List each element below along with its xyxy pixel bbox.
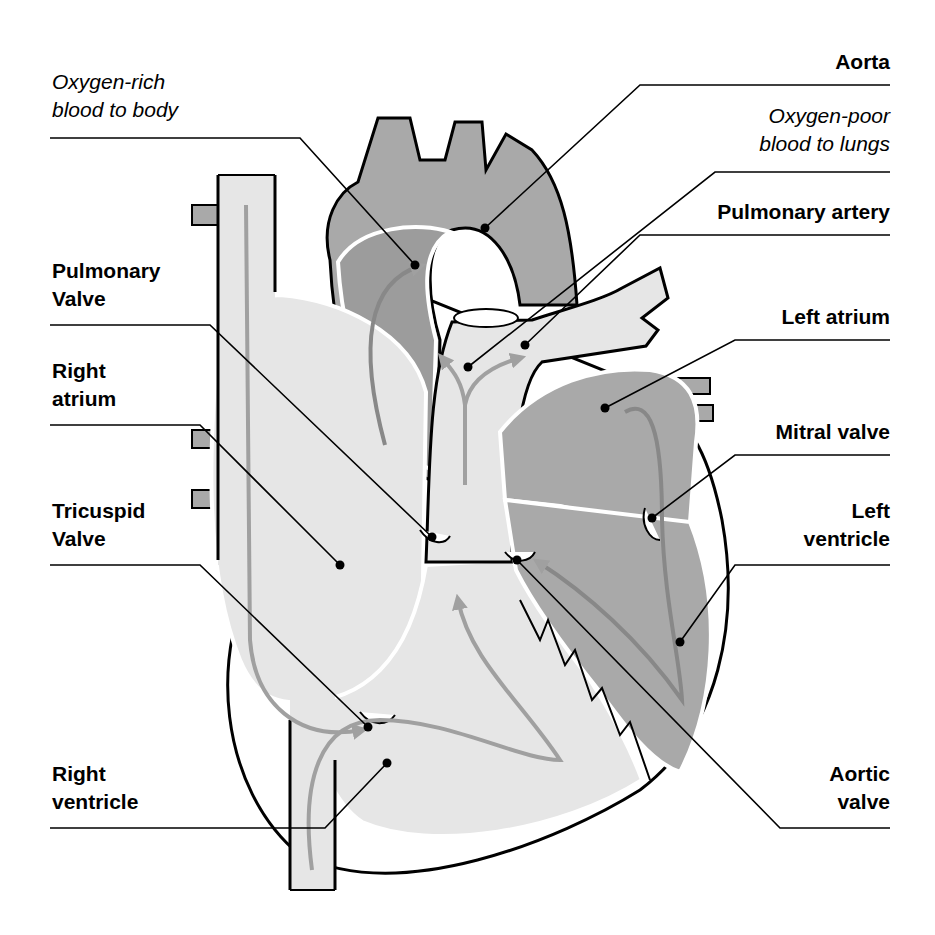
vessel-opening <box>454 309 518 327</box>
part-label: Pulmonary artery <box>640 198 890 226</box>
vessel-wall <box>218 174 275 176</box>
part-label: Aorta <box>690 48 890 76</box>
leader-line <box>468 172 890 367</box>
leader-line <box>485 85 890 228</box>
leader-dot <box>521 341 530 350</box>
leader-line <box>525 235 890 345</box>
leader-dot <box>428 533 437 542</box>
flow-arrow <box>538 409 682 700</box>
leader-layer <box>50 85 890 828</box>
part-label: Aortic valve <box>795 760 890 816</box>
leader-line <box>680 565 890 642</box>
part-label: Right ventricle <box>52 760 172 816</box>
flow-arrow <box>465 358 520 405</box>
leader-dot <box>411 261 420 270</box>
part-label: Right atrium <box>52 357 152 413</box>
part-label: Oxygen-poor blood to lungs <box>735 102 890 158</box>
vessel-wall <box>334 760 337 890</box>
leader-line <box>50 138 415 265</box>
vessel-wall <box>290 889 335 891</box>
left-ventricle-shape <box>505 500 711 772</box>
wall-texture <box>520 600 650 780</box>
flow-arrow <box>442 358 465 485</box>
leader-line <box>50 425 340 565</box>
part-label: Left atrium <box>690 303 890 331</box>
leader-line <box>605 340 890 408</box>
part-label: Pulmonary Valve <box>52 257 172 313</box>
vessel-wall <box>274 175 277 292</box>
part-label: Oxygen-rich blood to body <box>52 68 202 124</box>
leader-dot <box>336 561 345 570</box>
vessel-wall <box>289 720 292 890</box>
valve-symbol <box>420 530 450 542</box>
leader-dot <box>648 514 657 523</box>
leader-dot <box>383 759 392 768</box>
left-atrium-shape <box>500 369 697 522</box>
leader-dot <box>464 363 473 372</box>
leader-line <box>50 565 368 727</box>
vessel-wall <box>217 175 220 560</box>
part-label: Left ventricle <box>780 497 890 553</box>
leader-dot <box>676 638 685 647</box>
leader-dot <box>481 224 490 233</box>
leader-dot <box>601 404 610 413</box>
leader-line <box>517 560 890 828</box>
flow-arrow <box>309 600 560 870</box>
leader-dot <box>513 556 522 565</box>
flow-arrow <box>246 205 362 732</box>
leader-dot <box>364 723 373 732</box>
part-label: Mitral valve <box>690 418 890 446</box>
part-label: Tricuspid Valve <box>52 497 172 553</box>
flow-arrow <box>370 266 420 445</box>
